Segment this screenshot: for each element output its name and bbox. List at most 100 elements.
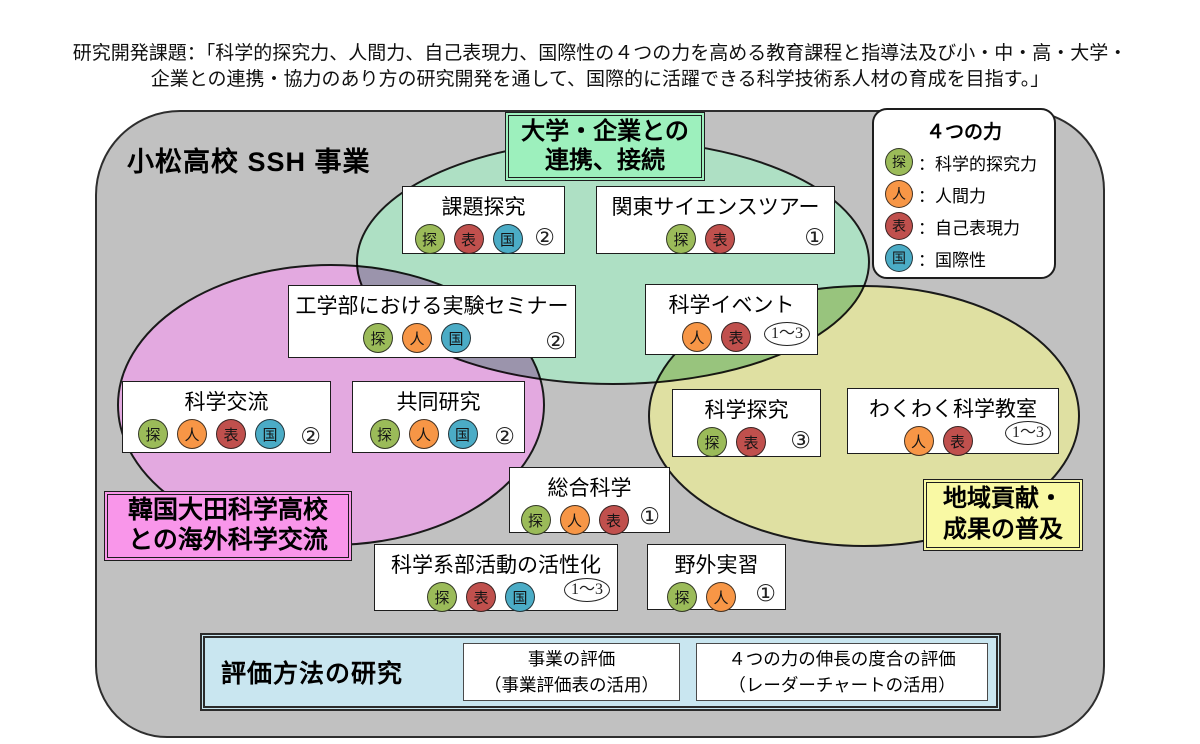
program-grade: ② xyxy=(545,329,566,355)
evaluation-box2-line2: （レーダーチャートの活用） xyxy=(728,675,956,695)
community-outreach-label-line1: 地域貢献・ xyxy=(943,485,1063,512)
force-badge-探: 探 xyxy=(520,505,551,535)
university-collab-label-line1: 大学・企業との xyxy=(521,118,689,145)
program-title: 関東サイエンスツアー xyxy=(611,196,820,219)
legend-four-powers: ４つの力 探：科学的探究力人：人間力表：自己表現力国：国際性 xyxy=(872,108,1056,279)
korea-exchange-label-line2: との海外科学交流 xyxy=(128,526,328,554)
force-badge-人: 人 xyxy=(402,323,432,353)
evaluation-box1-line1: 事業の評価 xyxy=(527,649,616,669)
program-badges: 探人国 xyxy=(353,419,524,449)
evaluation-box1-line2: （事業評価表の活用） xyxy=(484,675,659,695)
program-badges: 探表 xyxy=(673,427,820,457)
korea-exchange-label: 韓国大田科学高校 との海外科学交流 xyxy=(104,491,352,561)
research-theme-line1: 研究開発課題：「科学的探究力、人間力、自己表現力、国際性の４つの力を高める教育課… xyxy=(72,43,1128,64)
program-badges: 探人国 xyxy=(289,323,575,353)
community-outreach-label-line2: 成果の普及 xyxy=(943,516,1063,543)
force-badge-探: 探 xyxy=(667,582,697,612)
program-title: 科学系部活動の活性化 xyxy=(391,554,601,577)
program-title: 共同研究 xyxy=(396,391,481,414)
program-title: 総合科学 xyxy=(547,477,632,500)
force-badge-人: 人 xyxy=(682,322,712,352)
force-badge-探: 探 xyxy=(885,148,913,176)
program-grade: ① xyxy=(755,581,776,607)
force-badge-国: 国 xyxy=(255,419,285,449)
force-badge-国: 国 xyxy=(447,419,478,449)
force-badge-表: 表 xyxy=(721,322,751,352)
force-badge-探: 探 xyxy=(427,582,457,612)
force-badge-表: 表 xyxy=(942,426,973,456)
program-badges: 人表 xyxy=(646,322,817,352)
university-collab-label: 大学・企業との 連携、接続 xyxy=(505,112,705,181)
program-badges: 探人 xyxy=(648,582,785,612)
program-badges: 人表 xyxy=(848,426,1058,456)
evaluation-sub-box-business: 事業の評価 （事業評価表の活用） xyxy=(463,643,680,701)
program-badges: 探表国 xyxy=(403,224,564,254)
force-badge-人: 人 xyxy=(885,180,913,208)
program-badges: 探表 xyxy=(597,224,834,254)
korea-exchange-label-line1: 韓国大田科学高校 xyxy=(127,496,328,524)
force-badge-人: 人 xyxy=(408,419,439,449)
force-badge-表: 表 xyxy=(736,427,766,457)
force-badge-表: 表 xyxy=(885,212,913,240)
university-collab-label-line2: 連携、接続 xyxy=(545,147,665,174)
force-badge-人: 人 xyxy=(177,419,207,449)
program-grade: ② xyxy=(300,424,321,450)
force-badge-人: 人 xyxy=(559,505,590,535)
legend-rows: 探：科学的探究力人：人間力表：自己表現力国：国際性 xyxy=(874,148,1054,272)
legend-row: 表：自己表現力 xyxy=(885,212,1054,240)
force-badge-人: 人 xyxy=(706,582,736,612)
program-title: わくわく科学教室 xyxy=(869,398,1037,421)
force-badge-国: 国 xyxy=(885,244,913,272)
program-grade: ③ xyxy=(790,428,811,454)
force-badge-探: 探 xyxy=(414,224,445,254)
force-badge-探: 探 xyxy=(363,323,393,353)
legend-label: ：国際性 xyxy=(918,250,986,270)
force-badge-表: 表 xyxy=(216,419,246,449)
legend-row: 国：国際性 xyxy=(885,244,1054,272)
force-badge-表: 表 xyxy=(598,505,629,535)
force-badge-表: 表 xyxy=(466,582,496,612)
program-title: 科学交流 xyxy=(184,391,269,414)
program-badges: 探表国 xyxy=(375,582,617,612)
program-grade: ② xyxy=(534,225,555,251)
research-theme-line2: 企業との連携・協力のあり方の研究開発を通して、国際的に活躍できる科学技術系人材の… xyxy=(150,69,1050,90)
program-title: 野外実習 xyxy=(674,554,759,577)
program-badges: 探人表国 xyxy=(123,419,330,449)
program-grade: ② xyxy=(494,424,515,450)
legend-label: ：科学的探究力 xyxy=(918,154,1037,174)
program-grade: 1～3 xyxy=(1004,421,1051,445)
evaluation-box2-line1: ４つの力の伸長の度合の評価 xyxy=(728,649,956,669)
legend-title: ４つの力 xyxy=(925,122,1002,143)
force-badge-探: 探 xyxy=(666,224,696,254)
force-badge-表: 表 xyxy=(453,224,484,254)
force-badge-国: 国 xyxy=(492,224,523,254)
legend-row: 探：科学的探究力 xyxy=(885,148,1054,176)
program-title: 工学部における実験セミナー xyxy=(295,295,569,318)
legend-row: 人：人間力 xyxy=(885,180,1054,208)
force-badge-人: 人 xyxy=(903,426,934,456)
program-grade: ① xyxy=(804,225,825,251)
legend-label: ：自己表現力 xyxy=(918,218,1020,238)
evaluation-box: 評価方法の研究 事業の評価 （事業評価表の活用） ４つの力の伸長の度合の評価 （… xyxy=(200,633,1001,711)
force-badge-探: 探 xyxy=(138,419,168,449)
research-theme: 研究開発課題：「科学的探究力、人間力、自己表現力、国際性の４つの力を高める教育課… xyxy=(0,41,1200,93)
program-title: 科学イベント xyxy=(668,294,795,317)
program-grade: 1～3 xyxy=(763,322,810,346)
force-badge-国: 国 xyxy=(441,323,471,353)
panel-title: 小松高校 SSH 事業 xyxy=(127,147,371,177)
force-badge-探: 探 xyxy=(369,419,400,449)
community-outreach-label: 地域貢献・ 成果の普及 xyxy=(923,479,1083,551)
evaluation-sub-box-radar: ４つの力の伸長の度合の評価 （レーダーチャートの活用） xyxy=(696,643,988,701)
